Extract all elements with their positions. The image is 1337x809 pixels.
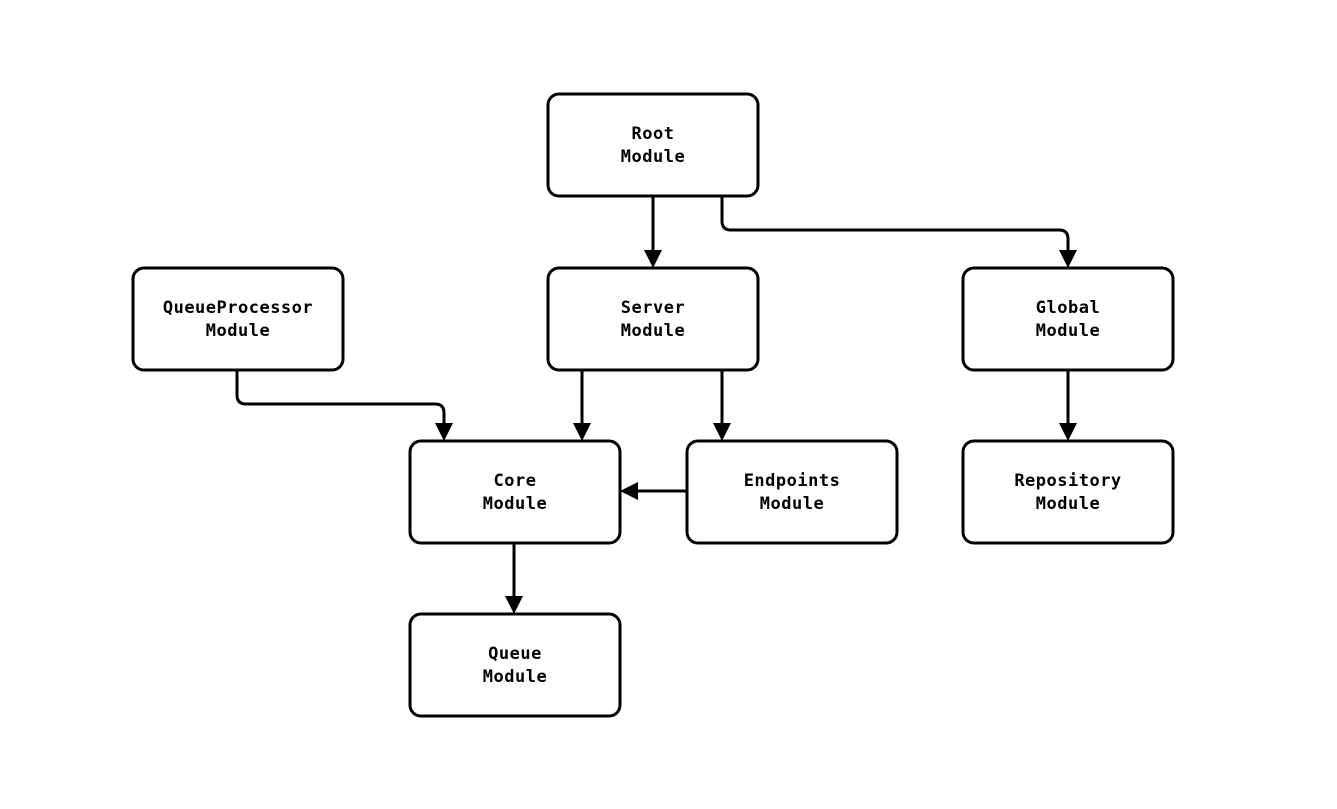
edge-root-to-global <box>720 196 1077 268</box>
node-box[interactable] <box>408 439 622 545</box>
node-label-line1: Endpoints <box>744 471 841 491</box>
edges-layer <box>235 196 1077 614</box>
edge-endpoints-to-core <box>620 482 687 500</box>
node-box[interactable] <box>685 439 899 545</box>
edge-server-to-core <box>573 370 591 441</box>
node-label-line2: Module <box>760 494 824 514</box>
node-label-line2: Module <box>206 321 270 341</box>
node-label-line1: Root <box>632 124 675 144</box>
arrow-head-icon <box>713 423 731 441</box>
node-label-line2: Module <box>483 494 547 514</box>
arrow-head-icon <box>1059 250 1077 268</box>
arrow-head-icon <box>1059 423 1077 441</box>
node-label-line1: Core <box>494 471 537 491</box>
edge-line <box>235 370 446 428</box>
node-label-line1: QueueProcessor <box>163 298 313 318</box>
arrow-head-icon <box>573 423 591 441</box>
node-box[interactable] <box>131 266 345 372</box>
node-label-line1: Queue <box>488 644 542 664</box>
arrow-head-icon <box>644 250 662 268</box>
edge-core-to-queue <box>505 543 523 614</box>
arrow-head-icon <box>620 482 638 500</box>
node-label-line1: Repository <box>1014 471 1121 491</box>
node-label-line2: Module <box>483 667 547 687</box>
node-box[interactable] <box>546 266 760 372</box>
node-box[interactable] <box>961 439 1175 545</box>
edge-server-to-endpoints <box>713 370 731 441</box>
node-box[interactable] <box>546 92 760 198</box>
arrow-head-icon <box>435 423 453 441</box>
edge-root-to-server <box>644 196 662 268</box>
edge-global-to-repository <box>1059 370 1077 441</box>
node-label-line1: Global <box>1036 298 1100 318</box>
node-label-line1: Server <box>621 298 685 318</box>
edge-queueprocessor-to-core <box>235 370 453 441</box>
node-box[interactable] <box>408 612 622 718</box>
arrow-head-icon <box>505 596 523 614</box>
node-label-line2: Module <box>1036 494 1100 514</box>
edge-line <box>720 196 1070 255</box>
node-label-line2: Module <box>621 147 685 167</box>
node-label-line2: Module <box>1036 321 1100 341</box>
node-label-line2: Module <box>621 321 685 341</box>
node-box[interactable] <box>961 266 1175 372</box>
